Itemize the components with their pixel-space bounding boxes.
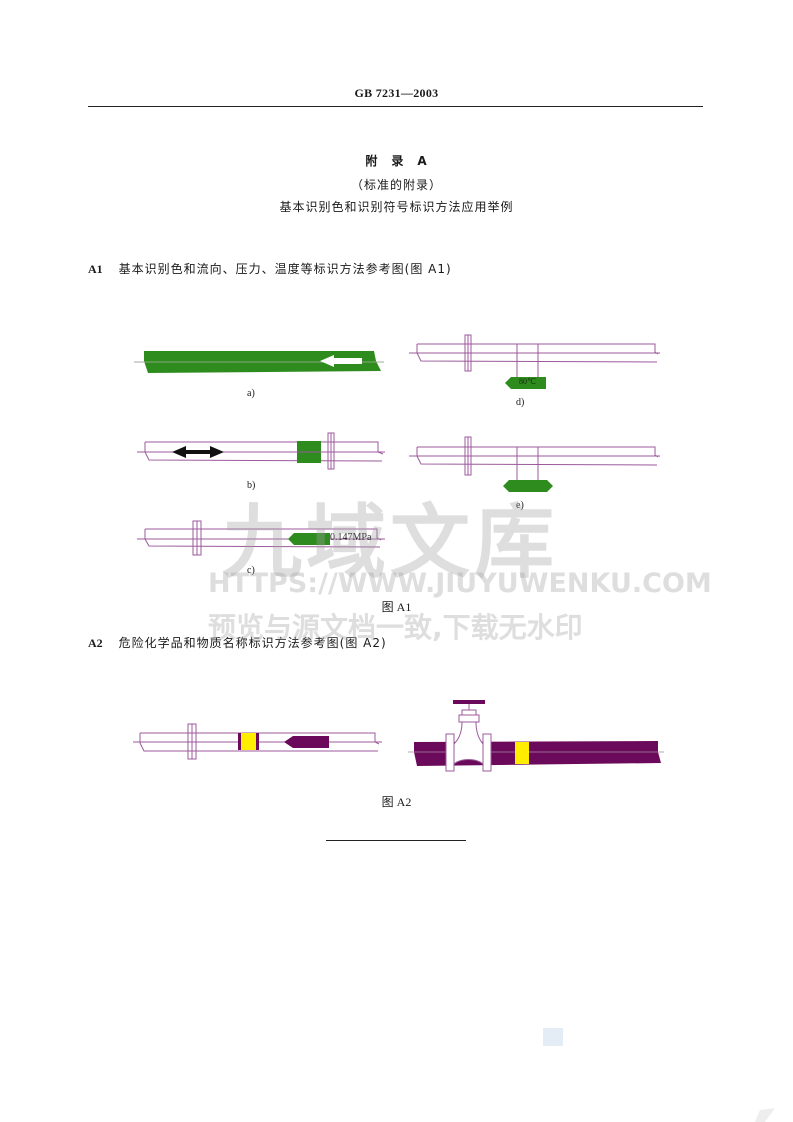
section-number: A1 — [88, 262, 103, 276]
temperature-value: 80℃ — [519, 377, 536, 386]
bidirectional-arrow-icon — [172, 446, 224, 458]
temperature-tag-icon — [505, 377, 546, 389]
appendix-heading: 基本识别色和识别符号标识方法应用举例 — [279, 200, 514, 214]
valve-icon — [445, 702, 492, 772]
figure-a1-caption: 图 A1 — [381, 600, 412, 614]
pressure-marker-icon — [288, 533, 330, 545]
subfigure-label-e: e) — [516, 500, 524, 511]
yellow-band — [515, 742, 529, 764]
figure-a2-caption: 图 A2 — [381, 795, 412, 809]
faint-logo-mark — [543, 1028, 563, 1046]
section-a1-heading: A1 基本识别色和流向、压力、温度等标识方法参考图(图 A1) — [88, 260, 452, 277]
flow-arrow-icon — [320, 355, 362, 367]
appendix-subtitle: （标准的附录） — [350, 178, 442, 192]
subfigure-label-c: c) — [247, 565, 255, 576]
section-number: A2 — [88, 636, 103, 650]
section-title: 基本识别色和流向、压力、温度等标识方法参考图(图 A1) — [118, 262, 452, 276]
flow-direction-marker-icon — [284, 736, 329, 748]
subfigure-label-d: d) — [516, 397, 525, 408]
subfigure-label-a: a) — [247, 388, 255, 399]
pressure-value: 0.147MPa — [330, 532, 372, 543]
yellow-band — [241, 733, 256, 750]
section-a2-heading: A2 危险化学品和物质名称标识方法参考图(图 A2) — [88, 634, 387, 651]
valve-handwheel — [453, 700, 485, 704]
header-divider — [88, 106, 703, 107]
subfigure-label-b: b) — [247, 480, 256, 491]
hanging-marker-icon — [503, 480, 553, 492]
standard-code: GB 7231—2003 — [354, 86, 439, 100]
section-title: 危险化学品和物质名称标识方法参考图(图 A2) — [118, 636, 387, 650]
appendix-title: 附 录 A — [365, 154, 428, 168]
end-rule — [326, 840, 466, 841]
